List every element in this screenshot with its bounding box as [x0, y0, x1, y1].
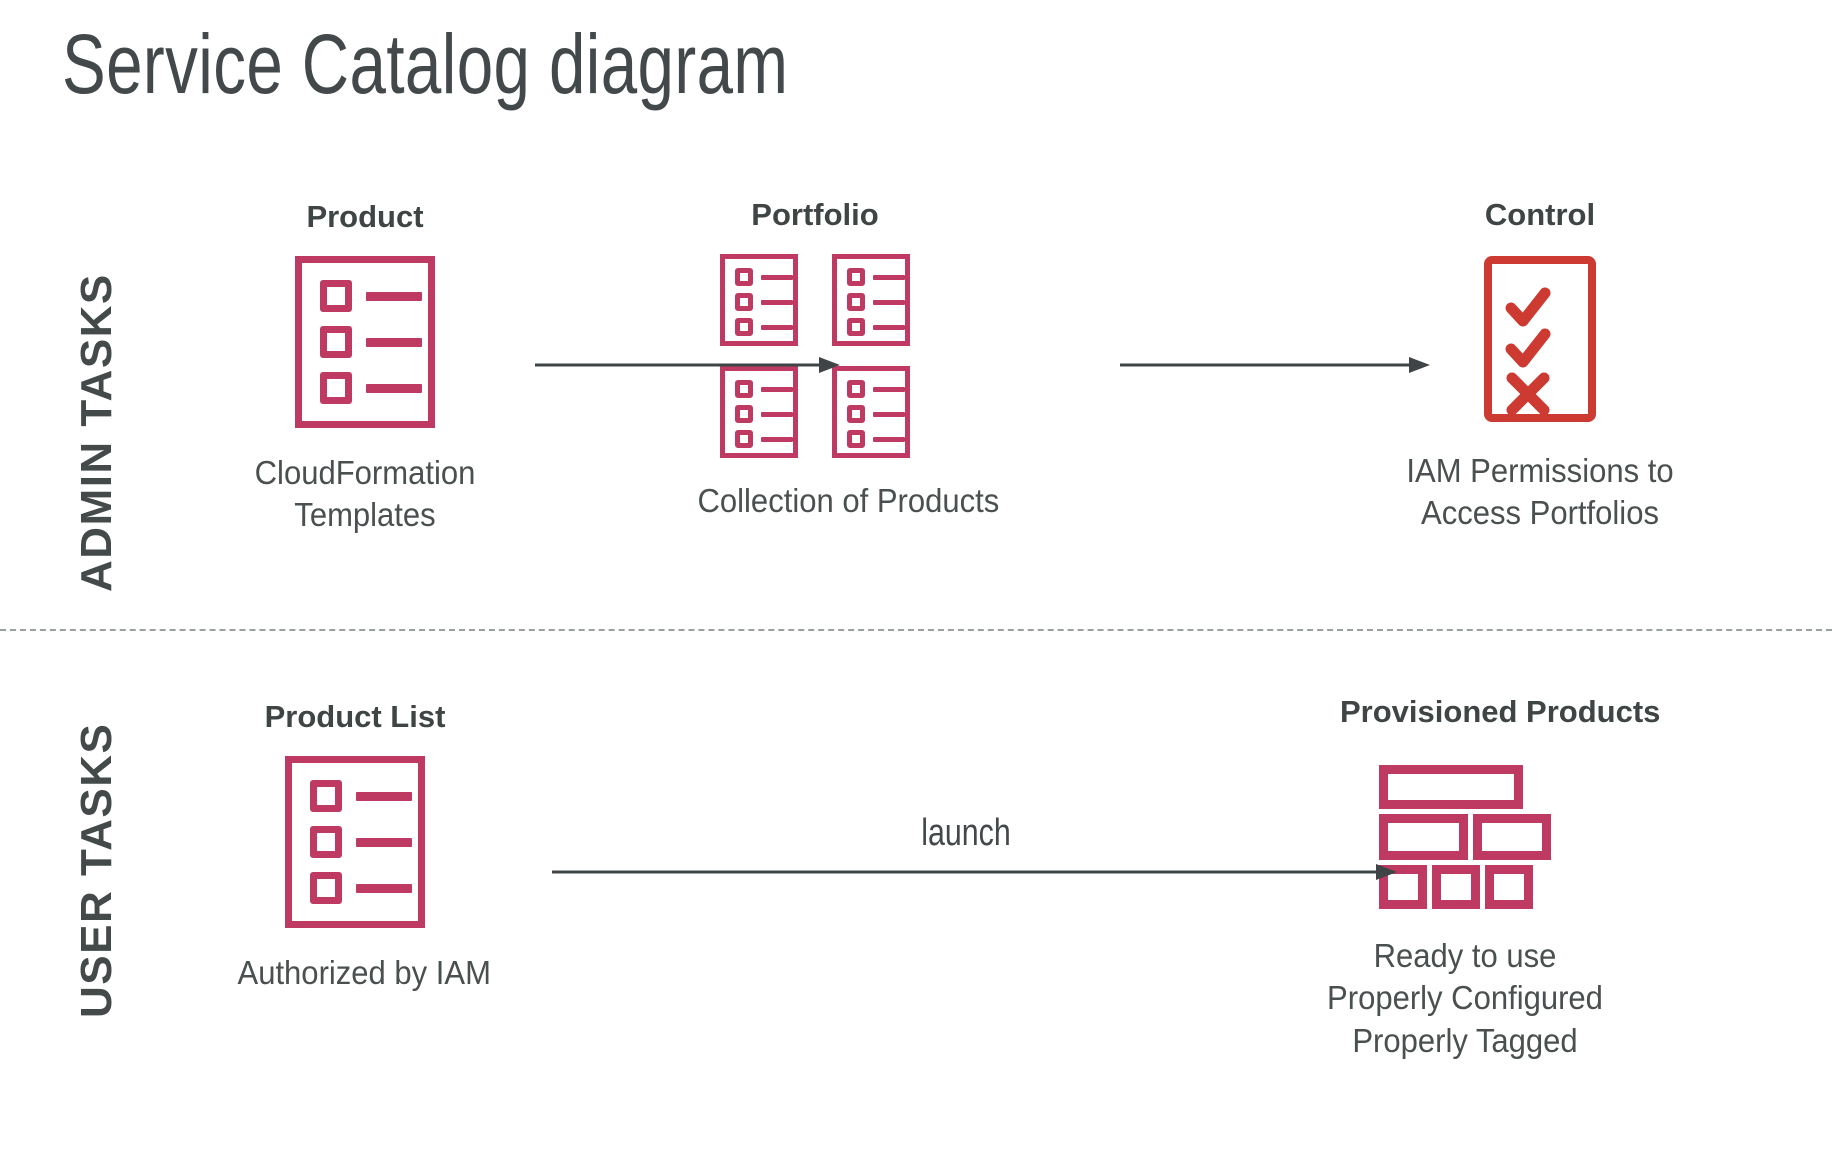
- lane-divider: [0, 629, 1832, 631]
- node-control-heading: Control: [1484, 197, 1596, 232]
- node-portfolio-icon-wrap: [690, 254, 940, 459]
- node-control-caption: IAM Permissions to Access Portfolios: [1406, 452, 1674, 532]
- node-product: Product CloudFormation Templates: [240, 199, 490, 537]
- list-bar: [873, 274, 905, 280]
- check-icon: [1505, 287, 1551, 327]
- portfolio-grid-icon: [720, 254, 910, 459]
- arrow-label-launch: launch: [921, 812, 1011, 854]
- node-product-list-icon-wrap: [230, 756, 480, 929]
- checkbox-square-icon: [847, 318, 865, 337]
- node-product-caption: CloudFormation Templates: [254, 454, 476, 534]
- cross-icon: [1506, 372, 1550, 416]
- node-provisioned-products: Provisioned Products Ready to use Proper…: [1327, 694, 1661, 1062]
- list-bar: [356, 791, 412, 801]
- portfolio-tile-icon: [832, 254, 910, 347]
- checkbox-square-icon: [847, 293, 865, 312]
- node-portfolio: Portfolio Col: [690, 197, 1000, 522]
- node-product-list-caption: Authorized by IAM: [237, 954, 491, 992]
- checkbox-square-icon: [310, 826, 342, 859]
- list-bar: [761, 436, 793, 442]
- list-bar: [356, 883, 412, 893]
- checkbox-square-icon: [310, 872, 342, 905]
- page-title: Service Catalog diagram: [62, 17, 789, 111]
- provisioned-block: [1379, 765, 1523, 810]
- checkbox-square-icon: [735, 268, 753, 287]
- portfolio-tile-icon: [832, 366, 910, 459]
- arrow-product-to-portfolio: [535, 355, 840, 375]
- list-bar: [761, 411, 793, 417]
- arrow-productlist-to-provisioned: [552, 862, 1397, 882]
- list-bar: [873, 411, 905, 417]
- list-bar: [366, 383, 422, 393]
- list-bar: [873, 386, 905, 392]
- lane-label-admin-tasks: ADMIN TASKS: [72, 273, 121, 592]
- provisioned-block: [1379, 865, 1427, 910]
- control-marks-svg: [1505, 287, 1551, 416]
- list-bar: [761, 274, 793, 280]
- node-product-icon-wrap: [240, 256, 490, 429]
- product-list-row: [320, 279, 424, 313]
- product-list-icon: [295, 256, 435, 429]
- checkbox-square-icon: [320, 326, 352, 359]
- provisioned-block: [1473, 814, 1551, 861]
- checkbox-square-icon: [847, 380, 865, 399]
- node-control-icon-wrap: [1420, 256, 1660, 423]
- provisioned-block: [1379, 814, 1468, 861]
- node-provisioned-icon-wrap: [1340, 765, 1590, 910]
- product-list-row: [320, 371, 424, 405]
- node-provisioned-products-heading: Provisioned Products: [1340, 694, 1661, 729]
- checkbox-square-icon: [735, 380, 753, 399]
- product-list-row: [310, 825, 414, 859]
- node-product-heading: Product: [306, 199, 424, 234]
- checkbox-square-icon: [735, 318, 753, 337]
- checkbox-square-icon: [847, 430, 865, 449]
- node-product-list: Product List Authorized by IAM: [230, 699, 491, 994]
- checklist-control-icon: [1484, 256, 1596, 423]
- list-bar: [366, 337, 422, 347]
- product-list-icon: [285, 756, 425, 929]
- list-bar: [761, 324, 793, 330]
- provisioned-block: [1485, 865, 1533, 910]
- node-product-list-heading: Product List: [264, 699, 446, 734]
- list-bar: [366, 291, 422, 301]
- list-bar: [873, 324, 905, 330]
- checkbox-square-icon: [735, 430, 753, 449]
- list-bar: [873, 436, 905, 442]
- node-portfolio-heading: Portfolio: [751, 197, 879, 232]
- list-bar: [356, 837, 412, 847]
- lane-label-user-tasks: USER TASKS: [72, 722, 121, 1018]
- list-bar: [761, 299, 793, 305]
- checkbox-square-icon: [320, 280, 352, 313]
- node-portfolio-caption: Collection of Products: [697, 482, 1000, 520]
- arrow-portfolio-to-control: [1120, 355, 1430, 375]
- node-control: Control IAM Permissions to Access Portfo…: [1406, 197, 1673, 535]
- checkbox-square-icon: [320, 372, 352, 405]
- checkbox-square-icon: [847, 268, 865, 287]
- provisioned-blocks-icon: [1379, 765, 1551, 910]
- check-icon: [1505, 328, 1551, 368]
- product-list-row: [310, 779, 414, 813]
- portfolio-tile-icon: [720, 254, 798, 347]
- portfolio-tile-icon: [720, 366, 798, 459]
- product-list-row: [310, 871, 414, 905]
- list-bar: [761, 386, 793, 392]
- checkbox-square-icon: [847, 405, 865, 424]
- provisioned-block: [1432, 865, 1480, 910]
- node-provisioned-products-caption: Ready to use Properly Configured Properl…: [1327, 937, 1603, 1059]
- product-list-row: [320, 325, 424, 359]
- checkbox-square-icon: [310, 780, 342, 813]
- list-bar: [873, 299, 905, 305]
- checkbox-square-icon: [735, 293, 753, 312]
- checkbox-square-icon: [735, 405, 753, 424]
